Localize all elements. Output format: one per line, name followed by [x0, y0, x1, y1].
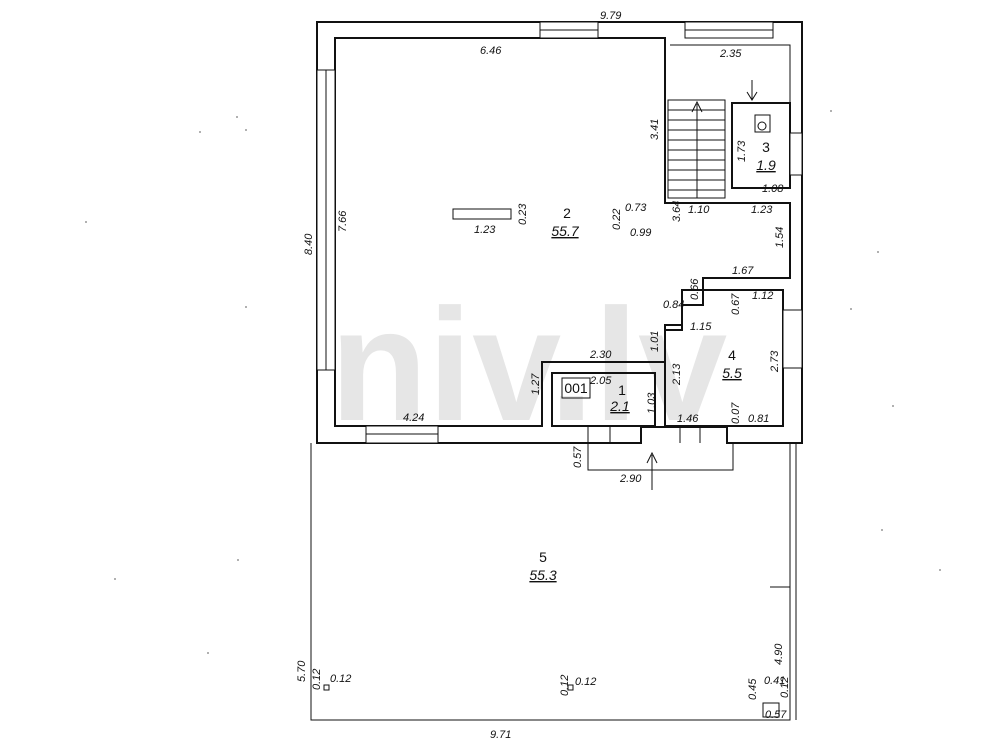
room-3-area: 1.9	[756, 157, 776, 173]
post-marker-middle	[567, 684, 574, 691]
window-right-1	[789, 132, 803, 176]
dimension-label: 0.81	[748, 413, 769, 425]
room-2-number: 2	[563, 205, 571, 221]
room-5-number: 5	[539, 549, 547, 565]
stair-arrowhead	[691, 100, 703, 113]
dimension-label: 1.10	[688, 204, 710, 216]
dimension-label: 1.08	[762, 183, 784, 195]
room-4-area: 5.5	[722, 365, 742, 381]
dimension-label: 1.01	[649, 331, 661, 352]
post-marker-right	[762, 702, 780, 718]
dimension-label: 9.71	[490, 729, 511, 741]
room-1-number: 1	[618, 382, 626, 398]
dimension-label: 2.13	[671, 363, 683, 386]
dimension-label: 0.57	[765, 709, 787, 721]
dimension-label: 3.64	[671, 201, 683, 222]
dimension-label: 0.12	[559, 675, 571, 696]
dimension-label: 4.90	[773, 643, 785, 665]
stamp-label: 001	[564, 380, 588, 396]
room-3-walls	[731, 102, 791, 189]
scan-specks	[85, 110, 941, 654]
dimension-label: 1.23	[474, 224, 496, 236]
dimension-label: 0.22	[611, 209, 623, 230]
dimension-label: 1.54	[774, 227, 786, 248]
dimension-label: 0.66	[689, 278, 701, 300]
dimension-label: 9.79	[600, 10, 621, 22]
dimension-label: 0.12	[575, 676, 596, 688]
dimension-label: 3.41	[649, 119, 661, 140]
dimension-label: 1.03	[646, 392, 658, 414]
dimension-label: 1.23	[751, 204, 773, 216]
dimension-label: 0.45	[747, 678, 759, 700]
dimension-label: 6.46	[480, 45, 502, 57]
dimension-label: 2.30	[589, 349, 612, 361]
dimension-label: 0.07	[730, 402, 742, 424]
dimension-label: 0.57	[572, 446, 584, 468]
dimension-label: 0.73	[625, 202, 647, 214]
dimension-label: 2.35	[719, 48, 742, 60]
room-5-outline	[310, 443, 791, 721]
dimension-label: 1.15	[690, 321, 712, 333]
dimension-label: 5.70	[296, 660, 308, 682]
dimension-label: 0.84	[663, 299, 684, 311]
room-2-area: 55.7	[551, 223, 579, 239]
toilet-icon	[754, 114, 771, 133]
dimension-label: 2.73	[769, 350, 781, 373]
dimension-label: 7.66	[337, 210, 349, 232]
wc-arrowhead	[746, 91, 758, 101]
dimension-label: 1.73	[736, 140, 748, 162]
room-5-area: 55.3	[529, 567, 556, 583]
window-right-2	[782, 309, 803, 369]
upper-right-partition	[670, 44, 791, 103]
dimension-label: 4.24	[403, 412, 424, 424]
room-1-area: 2.1	[609, 398, 629, 414]
watermark: niv.lv	[330, 275, 727, 454]
dimension-label: 1.46	[677, 413, 699, 425]
room-1-walls	[551, 372, 656, 427]
room-4-number: 4	[728, 347, 736, 363]
dimension-label: 0.41	[764, 675, 785, 687]
shelf-element	[452, 208, 512, 220]
dimension-label: 0.12	[330, 673, 351, 685]
dimension-labels: 9.79 6.46 2.35 3.41 1.73 1.08 0.22 0.73 …	[296, 10, 791, 741]
dimension-label: 0.23	[517, 203, 529, 225]
stamp-box	[561, 377, 591, 399]
dimension-label: 0.99	[630, 227, 651, 239]
room-4-walls	[664, 289, 784, 427]
dimension-label: 1.27	[530, 373, 542, 395]
dimension-label: 1.12	[752, 290, 773, 302]
toilet-bowl-icon	[757, 121, 767, 131]
room-3-number: 3	[762, 139, 770, 155]
dimension-label: 1.67	[732, 265, 754, 277]
entrance-arrowhead	[646, 451, 658, 464]
dimension-label: 2.05	[589, 375, 612, 387]
dimension-label: 0.12	[311, 669, 323, 690]
post-marker-left	[323, 684, 330, 691]
dimension-label: 0.12	[779, 677, 791, 698]
dimension-label: 2.90	[619, 473, 642, 485]
dimension-label: 8.40	[303, 233, 315, 255]
porch-outline	[587, 426, 734, 471]
dimension-label: 0.67	[730, 293, 742, 315]
